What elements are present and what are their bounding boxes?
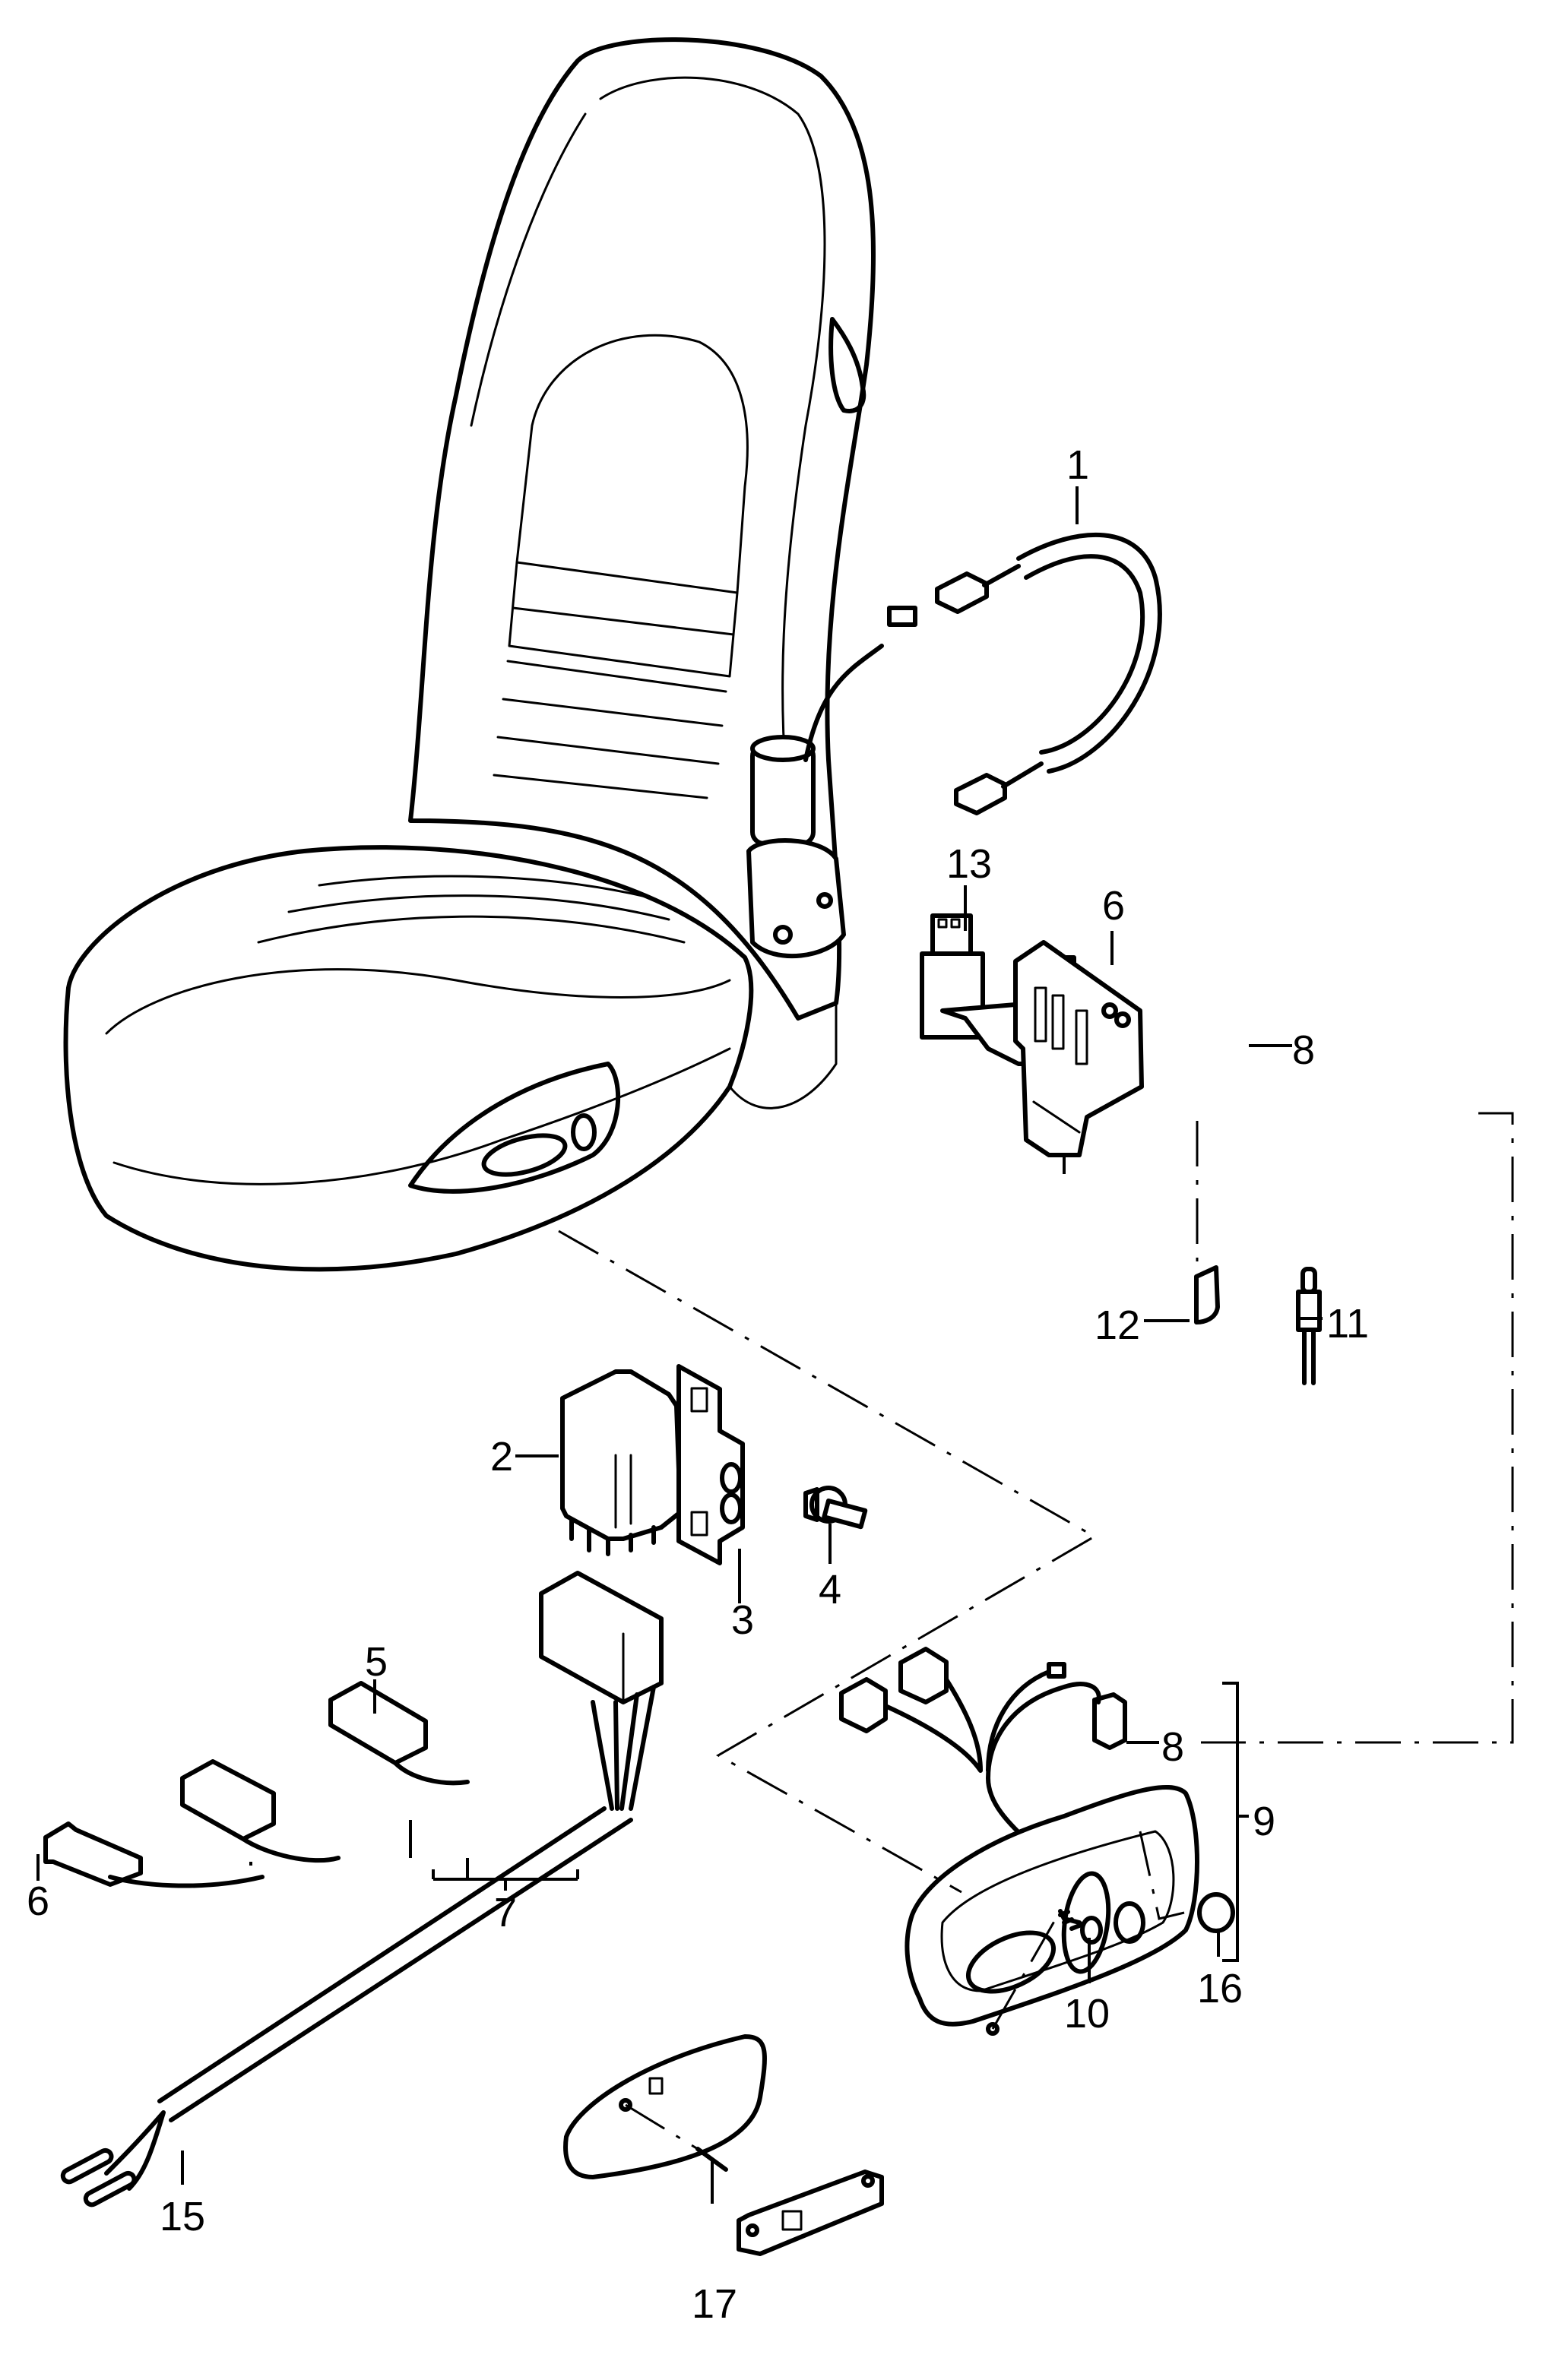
- part-4-rivet: [803, 1486, 868, 1530]
- callout-10: 10: [1064, 1991, 1110, 2037]
- seat-illustration: [63, 37, 876, 1272]
- callout-labels: 1 2 3 4 5 6 6 7 8 8 9 10 11 12 13 15 16 …: [27, 442, 1369, 2327]
- callout-15: 15: [160, 2194, 205, 2239]
- part-7-harness: [43, 1571, 664, 2208]
- part-2-relay: [560, 1369, 683, 1556]
- callout-7: 7: [494, 1890, 517, 1935]
- callout-12: 12: [1095, 1302, 1140, 1348]
- part-11-pin: [1296, 1267, 1322, 1385]
- callout-16: 16: [1197, 1966, 1243, 2011]
- callout-6-lower: 6: [27, 1878, 49, 1924]
- callout-3: 3: [731, 1597, 754, 1643]
- callout-11: 11: [1326, 1301, 1369, 1347]
- callout-6-upper: 6: [1102, 883, 1125, 929]
- callout-1: 1: [1066, 442, 1089, 488]
- part-3-bracket: [676, 1364, 745, 1565]
- part-12-wedge: [1194, 1265, 1220, 1325]
- part-17-cover-plate: [563, 2034, 884, 2256]
- seat-motor: [746, 606, 917, 959]
- part-16-cap: [1197, 1892, 1235, 1933]
- part-8-control-unit: [1013, 940, 1144, 1157]
- callout-9: 9: [1253, 1799, 1275, 1844]
- part-9-switch-assembly: [839, 1647, 1199, 2036]
- leader-lines: [36, 486, 1323, 2204]
- callout-8-lower: 8: [1161, 1724, 1184, 1770]
- callout-2: 2: [490, 1434, 513, 1480]
- assembly-lines: [558, 1112, 1514, 2151]
- part-1-harness: [935, 532, 1162, 815]
- part-10-screw: [1058, 1909, 1103, 1945]
- callout-5: 5: [365, 1639, 388, 1685]
- callout-13: 13: [946, 841, 992, 887]
- callout-4: 4: [819, 1567, 841, 1613]
- callout-8-upper: 8: [1292, 1027, 1315, 1073]
- callout-17: 17: [692, 2281, 737, 2327]
